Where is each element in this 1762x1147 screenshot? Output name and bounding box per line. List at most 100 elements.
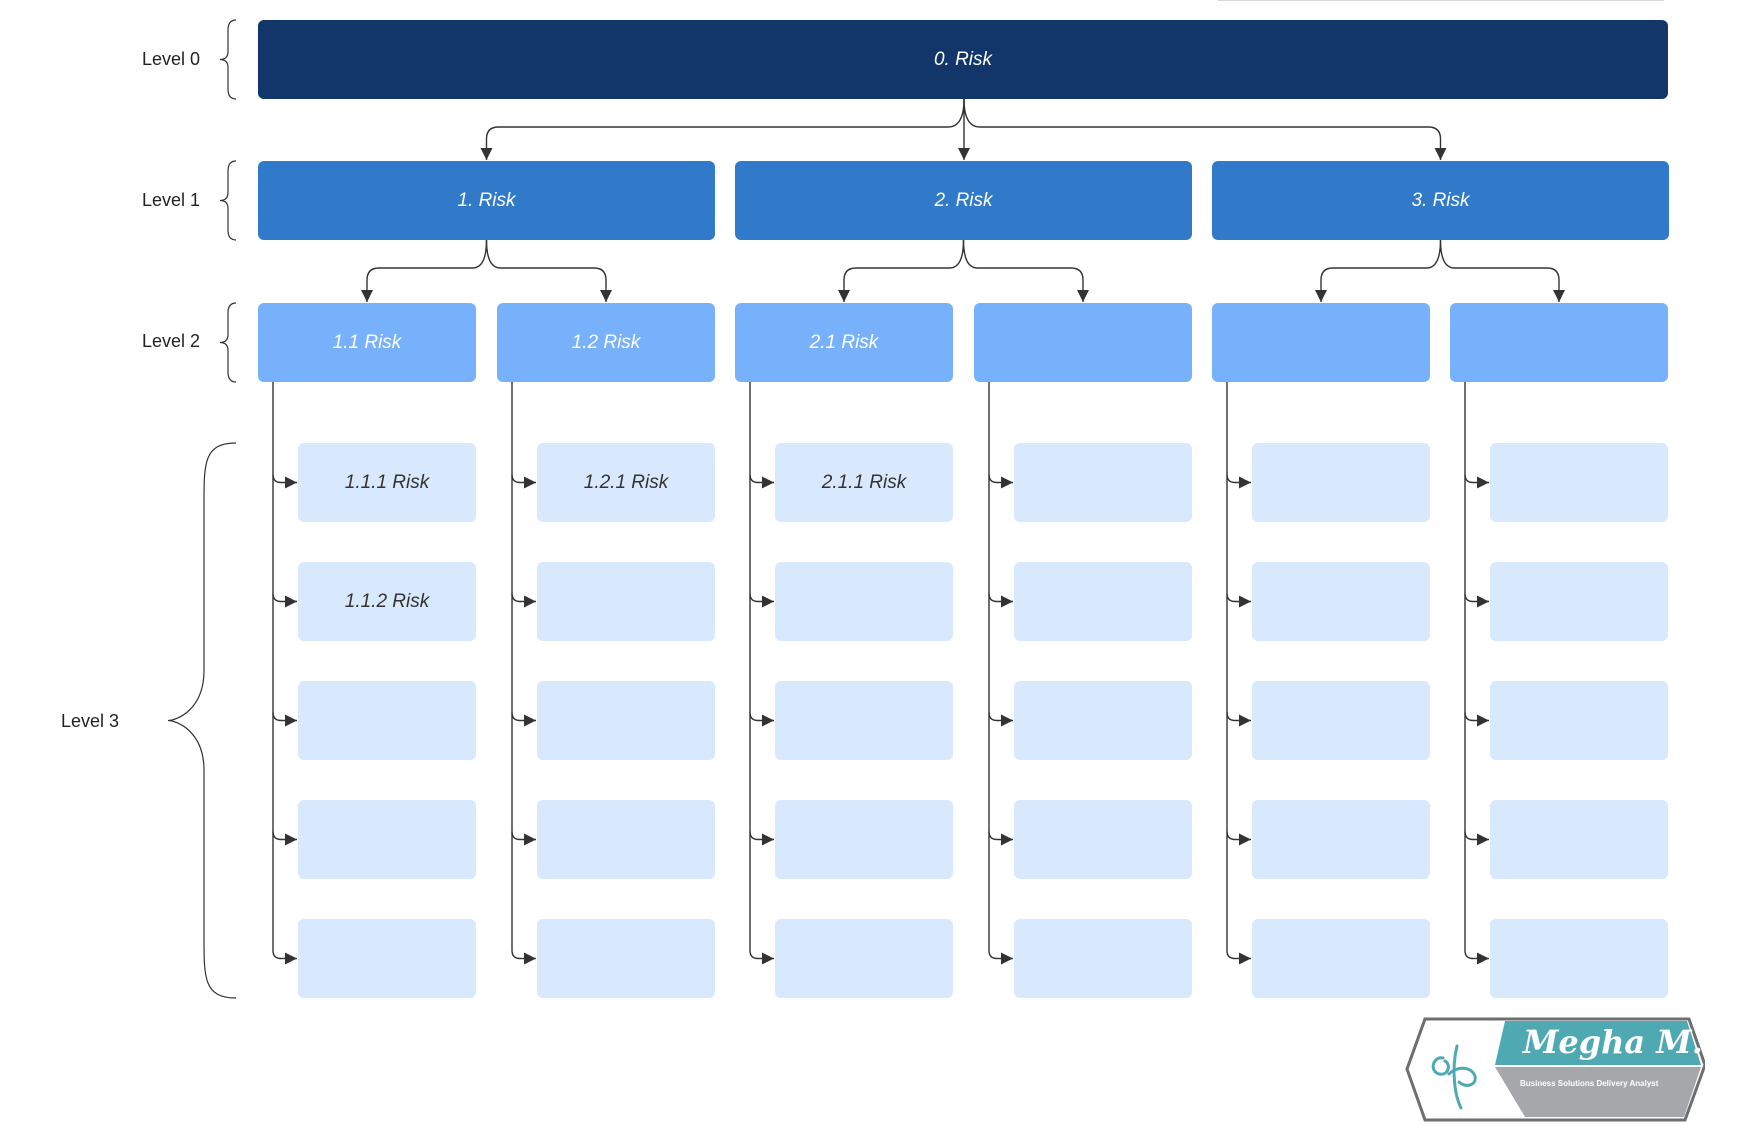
level3-node-1-2-label: 1.1.2 Risk: [344, 590, 430, 612]
level3-node-3-2[interactable]: [775, 562, 953, 641]
level3-node-6-1[interactable]: [1490, 443, 1668, 522]
connector-l3-5-2: [1226, 593, 1251, 608]
connector-l1-1-right: [485, 239, 612, 302]
level3-node-2-1[interactable]: 1.2.1 Risk: [537, 443, 715, 522]
level3-node-5-2[interactable]: [1252, 562, 1430, 641]
connector-l1-2-left: [838, 239, 965, 302]
level3-node-4-1[interactable]: [1014, 443, 1192, 522]
brace-level-3: [167, 442, 237, 999]
level1-node-1[interactable]: 1. Risk: [258, 161, 715, 240]
connector-l3-4-1: [988, 474, 1013, 489]
level3-node-5-4[interactable]: [1252, 800, 1430, 879]
connector-l1-3-left: [1315, 239, 1442, 302]
connector-l3-6-1: [1464, 474, 1489, 489]
level3-node-1-1-label: 1.1.1 Risk: [344, 471, 430, 493]
level3-node-6-2[interactable]: [1490, 562, 1668, 641]
level3-node-1-4[interactable]: [298, 800, 476, 879]
level2-node-3-label: 2.1 Risk: [809, 331, 879, 353]
connector-l3-2-4: [511, 831, 536, 846]
connector-trunk-1: [272, 382, 282, 960]
connector-l3-1-4: [272, 831, 297, 846]
level2-node-4[interactable]: [974, 303, 1192, 382]
level2-node-2-label: 1.2 Risk: [571, 331, 641, 353]
level3-node-4-5[interactable]: [1014, 919, 1192, 998]
level3-node-4-3[interactable]: [1014, 681, 1192, 760]
level-2-label: Level 2: [142, 331, 201, 351]
level1-node-1-label: 1. Risk: [457, 189, 516, 211]
logo-tagline: Business Solutions Delivery Analyst: [1520, 1079, 1659, 1088]
level3-node-3-4[interactable]: [775, 800, 953, 879]
connector-trunk-6: [1464, 382, 1474, 960]
level3-node-6-4[interactable]: [1490, 800, 1668, 879]
connector-l1-2-right: [962, 239, 1089, 302]
level3-node-5-1[interactable]: [1252, 443, 1430, 522]
connector-l1-1-left: [361, 239, 488, 302]
connector-root-left: [480, 98, 965, 160]
connector-l3-4-4: [988, 831, 1013, 846]
level3-node-1-1[interactable]: 1.1.1 Risk: [298, 443, 476, 522]
root-node[interactable]: 0. Risk: [258, 20, 1668, 99]
level3-node-1-3[interactable]: [298, 681, 476, 760]
level3-node-6-3[interactable]: [1490, 681, 1668, 760]
connector-l3-2-2: [511, 593, 536, 608]
level2-node-5[interactable]: [1212, 303, 1430, 382]
connector-trunk-2: [511, 382, 521, 960]
level1-node-2-label: 2. Risk: [934, 189, 993, 211]
level3-node-5-3[interactable]: [1252, 681, 1430, 760]
connector-trunk-3: [749, 382, 759, 960]
connector-l3-5-4: [1226, 831, 1251, 846]
connector-root-right: [963, 98, 1447, 160]
level2-node-2[interactable]: 1.2 Risk: [497, 303, 715, 382]
level3-node-1-5[interactable]: [298, 919, 476, 998]
level2-node-6[interactable]: [1450, 303, 1668, 382]
connector-l3-2-1: [511, 474, 536, 489]
connector-l3-6-3: [1464, 712, 1489, 727]
megha-m-logo: Megha M. Business Solutions Delivery Ana…: [1405, 1017, 1705, 1122]
level3-node-2-2[interactable]: [537, 562, 715, 641]
level2-node-1-label: 1.1 Risk: [332, 331, 402, 353]
level3-node-2-1-label: 1.2.1 Risk: [583, 471, 669, 493]
connector-l3-6-4: [1464, 831, 1489, 846]
brace-level-1: [219, 160, 237, 241]
top-divider: [1218, 0, 1664, 1]
logo-name: Megha M.: [1522, 1023, 1703, 1061]
level3-node-4-2[interactable]: [1014, 562, 1192, 641]
connector-l3-1-3: [272, 712, 297, 727]
level3-node-5-5[interactable]: [1252, 919, 1430, 998]
level3-node-4-4[interactable]: [1014, 800, 1192, 879]
level3-node-2-3[interactable]: [537, 681, 715, 760]
logo-monogram: [1431, 1044, 1477, 1110]
level1-node-3[interactable]: 3. Risk: [1212, 161, 1669, 240]
connector-l3-3-3: [749, 712, 774, 727]
connector-l3-5-1: [1226, 474, 1251, 489]
level-0-label: Level 0: [142, 49, 201, 69]
level3-node-3-1[interactable]: 2.1.1 Risk: [775, 443, 953, 522]
connector-l1-3-right: [1439, 239, 1565, 302]
root-node-label: 0. Risk: [933, 48, 993, 70]
connector-trunk-5: [1226, 382, 1236, 960]
connector-l3-3-1: [749, 474, 774, 489]
level3-node-2-5[interactable]: [537, 919, 715, 998]
brace-level-2: [219, 302, 237, 383]
level2-node-1[interactable]: 1.1 Risk: [258, 303, 476, 382]
level3-node-1-2[interactable]: 1.1.2 Risk: [298, 562, 476, 641]
level-3-label: Level 3: [61, 711, 120, 731]
level2-node-3[interactable]: 2.1 Risk: [735, 303, 953, 382]
connector-l3-1-2: [272, 593, 297, 608]
level3-node-2-4[interactable]: [537, 800, 715, 879]
level1-node-2[interactable]: 2. Risk: [735, 161, 1192, 240]
logo-gray-band: [1495, 1067, 1701, 1117]
connector-l3-1-1: [272, 474, 297, 489]
level3-node-3-5[interactable]: [775, 919, 953, 998]
connector-l3-6-2: [1464, 593, 1489, 608]
connector-trunk-4: [988, 382, 998, 960]
level3-node-3-3[interactable]: [775, 681, 953, 760]
connector-l3-4-2: [988, 593, 1013, 608]
connector-l3-2-3: [511, 712, 536, 727]
level3-node-6-5[interactable]: [1490, 919, 1668, 998]
connector-l3-3-4: [749, 831, 774, 846]
level-1-label: Level 1: [142, 190, 201, 210]
connector-l3-5-3: [1226, 712, 1251, 727]
